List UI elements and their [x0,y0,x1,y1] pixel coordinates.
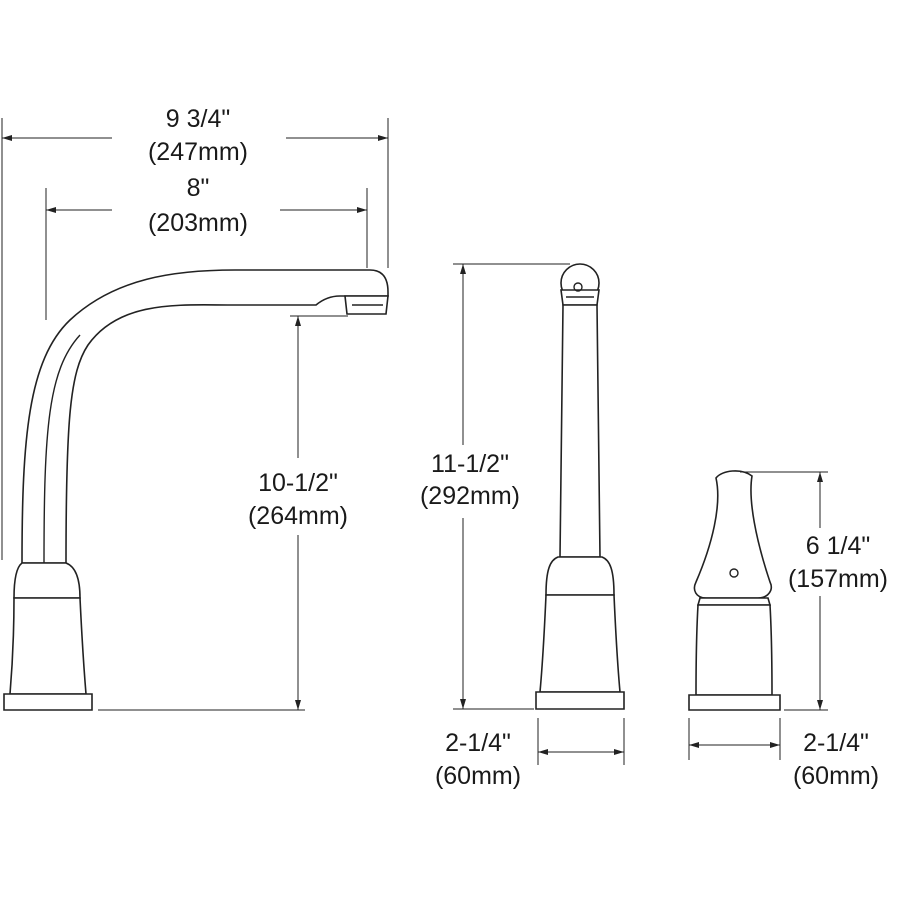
dimension-handle-base: 2-1/4" (60mm) [688,718,879,790]
dimension-overall-width: 9 3/4" (247mm) [1,105,389,560]
sprayer-figure [535,263,625,710]
dimension-sprayer-base: 2-1/4" (60mm) [435,718,625,790]
faucet-spout-figure [3,269,389,711]
overall-width-inches: 9 3/4" [166,105,230,133]
sprayer-height-mm: (292mm) [420,482,520,510]
spout-reach-inches: 8" [187,174,210,202]
spout-reach-mm: (203mm) [148,209,248,237]
handle-figure [688,470,781,711]
handle-height-mm: (157mm) [788,565,888,593]
dimension-spout-height: 10-1/2" (264mm) [98,315,348,711]
handle-base-inches: 2-1/4" [803,729,869,757]
sprayer-height-inches: 11-1/2" [431,450,509,478]
handle-height-inches: 6 1/4" [806,532,870,560]
dimension-handle-height: 6 1/4" (157mm) [740,471,888,711]
dimension-spout-reach: 8" (203mm) [45,174,368,320]
dimension-sprayer-height: 11-1/2" (292mm) [420,263,570,710]
handle-base-mm: (60mm) [793,762,879,790]
spout-height-inches: 10-1/2" [258,469,338,497]
sprayer-base-inches: 2-1/4" [445,729,511,757]
spout-height-mm: (264mm) [248,502,348,530]
overall-width-mm: (247mm) [148,138,248,166]
sprayer-base-mm: (60mm) [435,762,521,790]
